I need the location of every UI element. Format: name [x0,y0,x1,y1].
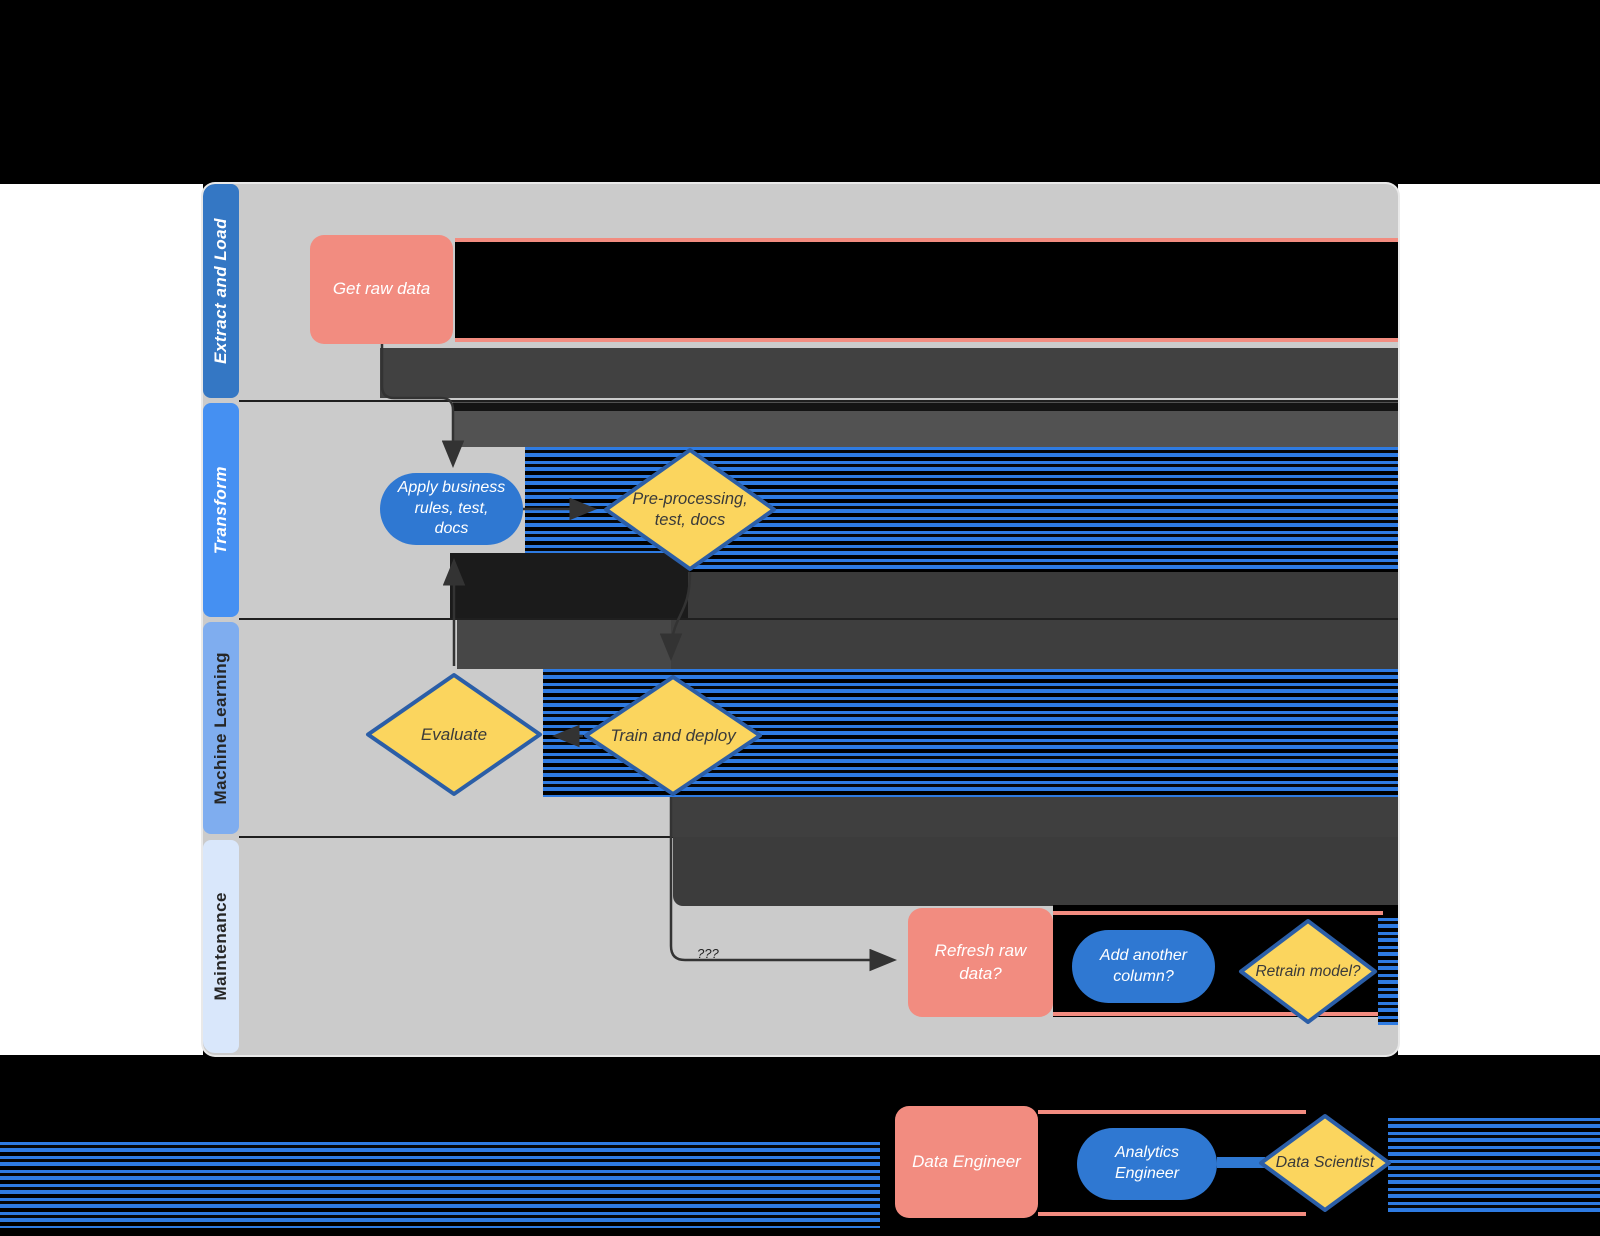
glitch-salmon-line-maint-bottom [1053,1012,1383,1016]
node-train-and-deploy-label: Train and deploy [610,725,736,745]
legend-analytics-engineer[interactable]: Analytics Engineer [1077,1128,1217,1200]
legend-data-engineer-label: Data Engineer [912,1151,1021,1171]
node-apply-business-rules-label: Apply business rules, test, docs [397,478,506,538]
glitch-dark-band-below-getraw [380,348,1398,398]
connector-question-label: ??? [697,946,719,961]
diamond-shape [1239,919,1377,1024]
glitch-stripes-maintenance-right [1378,918,1398,1025]
lane-header-transform[interactable]: Transform [203,403,239,617]
right-margin [1398,184,1600,1055]
diamond-shape [604,448,776,571]
glitch-stripes-bottom-left [0,1142,880,1228]
node-evaluate-label: Evaluate [420,724,488,744]
legend-analytics-engineer-label: Analytics Engineer [1114,1144,1180,1182]
diamond-shape [584,675,762,796]
node-preprocessing-label: Pre-processing, test, docs [632,489,748,529]
legend-data-scientist-label: Data Scientist [1275,1154,1375,1171]
glitch-blue-bar-legend [1217,1157,1265,1168]
node-evaluate[interactable]: Evaluate [365,672,543,797]
glitch-salmon-line-legend-bottom [1038,1212,1306,1216]
swimlane-pool: Extract and Load Transform Machine Learn… [203,184,1398,1055]
glitch-dark-band-maintenance-top [673,837,1398,906]
node-apply-business-rules[interactable]: Apply business rules, test, docs [380,473,523,545]
glitch-salmon-line-maint-top [1053,911,1383,915]
lane-label-machine-learning: Machine Learning [211,651,230,805]
node-get-raw-data-label: Get raw data [332,279,431,299]
lane-header-extract-and-load[interactable]: Extract and Load [203,184,239,398]
lane-separator-2 [239,618,1398,620]
glitch-salmon-line-top [455,238,1398,242]
glitch-dark-band-below-diamond [688,572,1398,618]
node-refresh-raw-data-label: Refresh raw data? [934,941,1027,983]
node-preprocessing[interactable]: Pre-processing, test, docs [603,447,777,572]
lane-separator-1 [239,400,1398,402]
node-add-another-column-label: Add another column? [1099,946,1188,985]
lane-label-transform: Transform [211,465,230,555]
glitch-black-band-extract [455,242,1398,338]
glitch-dark-strip-transform-top [453,403,1398,411]
glitch-stripes-bottom-right [1388,1118,1600,1212]
left-margin [0,184,203,1055]
lane-label-extract-and-load: Extract and Load [211,218,230,364]
glitch-salmon-line-bottom [455,338,1398,342]
lane-header-machine-learning[interactable]: Machine Learning [203,622,239,834]
node-get-raw-data[interactable]: Get raw data [310,235,453,344]
node-retrain-model-label: Retrain model? [1255,962,1361,980]
node-refresh-raw-data[interactable]: Refresh raw data? [908,908,1053,1017]
glitch-salmon-line-legend-top [1038,1110,1306,1114]
glitch-dark-band-ml-top-right [671,620,1398,669]
legend-data-engineer[interactable]: Data Engineer [895,1106,1038,1218]
lane-label-maintenance: Maintenance [211,892,230,1001]
diamond-shape [1259,1114,1391,1212]
node-add-another-column[interactable]: Add another column? [1072,930,1215,1003]
node-retrain-model[interactable]: Retrain model? [1238,918,1378,1025]
diamond-shape [366,673,542,796]
glitch-dark-band-below-train [671,797,1398,837]
legend-data-scientist[interactable]: Data Scientist [1258,1113,1392,1213]
node-train-and-deploy[interactable]: Train and deploy [583,674,763,797]
glitch-black-band-below-pill [450,553,690,618]
lane-header-maintenance[interactable]: Maintenance [203,840,239,1053]
